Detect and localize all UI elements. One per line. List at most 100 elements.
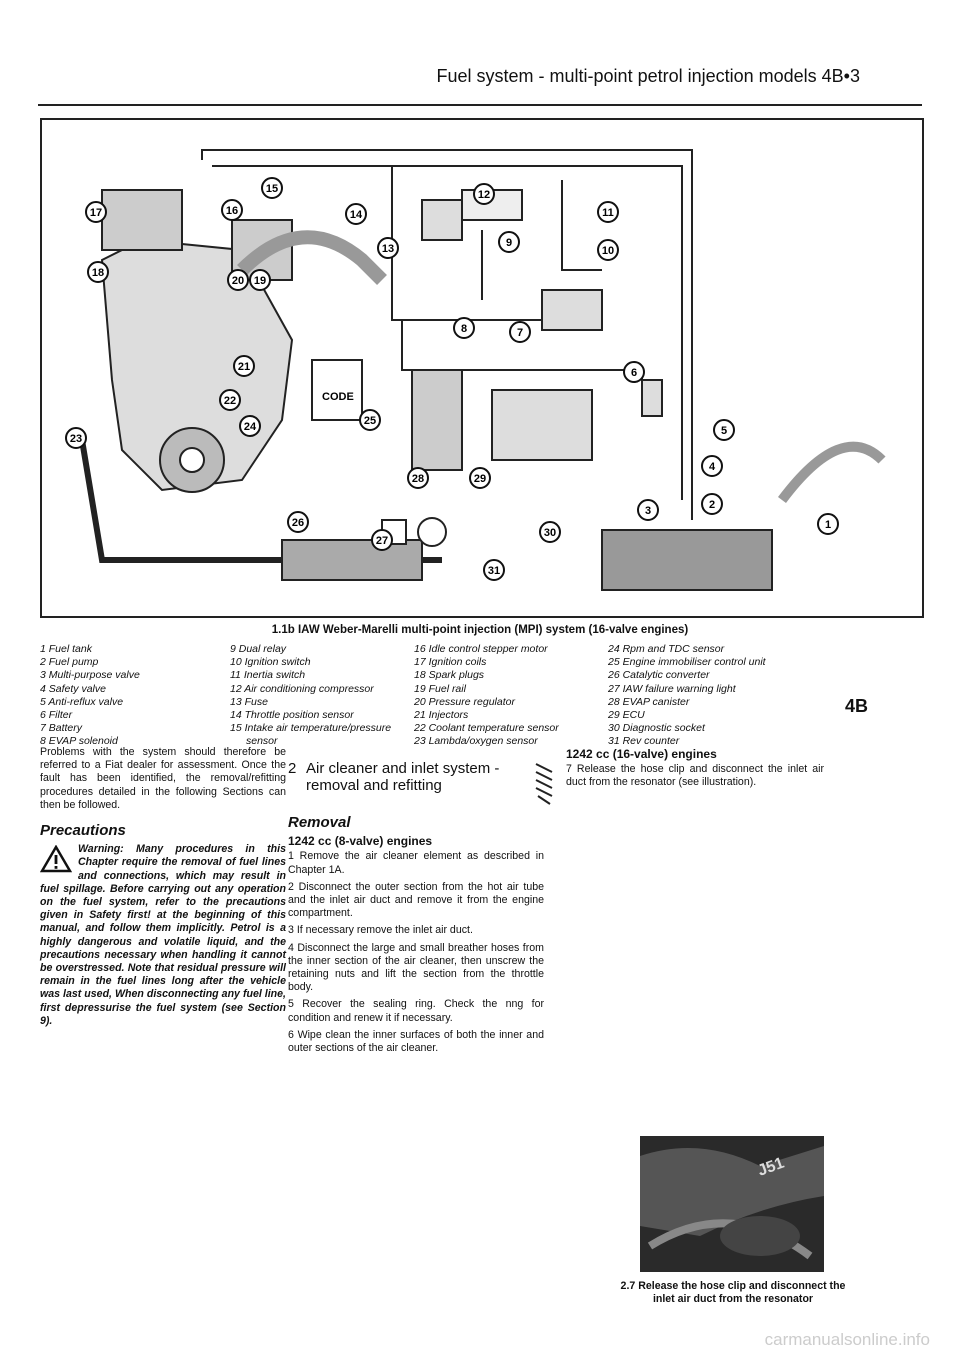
step: 5 Recover the sealing ring. Check the nn… [288, 998, 544, 1024]
callout-circle [377, 237, 399, 259]
right-column: 1242 cc (16-valve) engines 7 Release the… [566, 747, 824, 794]
step: 1 Remove the air cleaner element as desc… [288, 850, 544, 876]
callout-number: 19 [254, 275, 266, 287]
callout-circle [509, 321, 531, 343]
callout-circle [473, 183, 495, 205]
precautions-heading: Precautions [40, 822, 126, 840]
section-number: 2 [288, 760, 297, 777]
legend-item: 18 Spark plugs [414, 669, 485, 682]
callout-circle [85, 201, 107, 223]
legend-item: 24 Rpm and TDC sensor [608, 643, 725, 655]
callout-circle [219, 389, 241, 411]
callout-circle [65, 427, 87, 449]
legend-item: 19 Fuel rail [414, 682, 466, 695]
callout-circle [287, 511, 309, 533]
callout-circle [597, 239, 619, 261]
left-column: Problems with the system should therefor… [40, 746, 286, 1028]
callout-circle [453, 317, 475, 339]
engine-subheading-16v: 1242 cc (16-valve) engines [566, 747, 717, 761]
photo-caption: 2.7 Release the hose clip and disconnect… [620, 1280, 846, 1305]
legend-item: 6 Filter [40, 709, 73, 722]
warning-block: Warning: Many procedures in this Chapter… [40, 843, 286, 1028]
section-tab: 4B [844, 696, 868, 716]
warning-triangle-icon [40, 845, 72, 873]
callout-number: 29 [474, 473, 486, 485]
legend-col1: 1 Fuel tank 2 Fuel pump 3 Multi-purpose … [40, 643, 140, 749]
callout-number: 6 [631, 367, 637, 379]
legend-item: 20 Pressure regulator [414, 695, 515, 708]
callout-circle [701, 455, 723, 477]
callout-number: 10 [602, 245, 614, 257]
legend-item: 28 EVAP canister [608, 695, 690, 708]
callout-circle [637, 499, 659, 521]
callout-number: 1 [825, 519, 831, 531]
callout-circle [623, 361, 645, 383]
callout-number: 3 [645, 505, 651, 517]
callout-circle [227, 269, 249, 291]
callout-number: 30 [544, 527, 556, 539]
legend-item: 8 EVAP solenoid [40, 735, 118, 748]
legend-item: 30 Diagnostic socket [608, 722, 705, 735]
callout-number: 31 [488, 565, 500, 577]
header-rule [38, 104, 922, 106]
callout-circle [597, 201, 619, 223]
legend-item: 1 Fuel tank [40, 643, 92, 655]
legend-item: 2 Fuel pump [40, 656, 99, 669]
callout-circle [359, 409, 381, 431]
legend-item: 15 Intake air temperature/pressure [230, 722, 392, 735]
callout-number: 21 [238, 361, 250, 373]
legend-item: 31 Rev counter [608, 735, 680, 748]
callout-circle [345, 203, 367, 225]
callout-circle [498, 231, 520, 253]
legend-item: 11 Inertia switch [230, 669, 306, 682]
callout-number: 11 [602, 207, 614, 219]
callout-number: 23 [70, 433, 82, 445]
legend-item: 26 Catalytic converter [608, 669, 710, 682]
callout-circle [233, 355, 255, 377]
legend-item: 16 Idle control stepper motor [414, 643, 548, 655]
diagram-svg: CODE 12345678910111213141516171819202122… [65, 149, 886, 591]
figure-caption: 1.1b IAW Weber-Marelli multi-point injec… [271, 624, 689, 636]
legend-item: 27 IAW failure warning light [608, 682, 736, 695]
legend-col3: 16 Idle control stepper motor 17 Ignitio… [414, 643, 559, 749]
section-title: Air cleaner and inlet system - removal a… [306, 760, 500, 794]
legend-item: 7 Battery [40, 722, 83, 735]
legend-item: 3 Multi-purpose valve [40, 669, 140, 682]
callout-number: 24 [244, 421, 257, 433]
callout-number: 16 [226, 205, 238, 217]
photo-illustration: J51 [640, 1136, 824, 1272]
legend-item: 29 ECU [608, 709, 645, 722]
callout-circle [539, 521, 561, 543]
legend-item: 25 Engine immobiliser control unit [608, 656, 766, 669]
engine-subheading: 1242 cc (8-valve) engines [288, 834, 433, 849]
middle-column: 2 Air cleaner and inlet system - removal… [288, 760, 544, 1059]
intro-paragraph: Problems with the system should therefor… [40, 746, 286, 811]
legend-item: 17 Ignition coils [414, 656, 487, 669]
callout-number: 22 [224, 395, 236, 407]
callout-circle [407, 467, 429, 489]
callout-number: 28 [412, 473, 424, 485]
callout-circle [261, 177, 283, 199]
step: 6 Wipe clean the inner surfaces of both … [288, 1028, 544, 1055]
difficulty-icon [535, 763, 553, 805]
callout-number: 26 [292, 517, 304, 529]
callout-circle [371, 529, 393, 551]
legend-item: sensor [246, 735, 278, 748]
callout-number: 13 [382, 243, 394, 255]
callout-number: 18 [92, 267, 104, 279]
legend-item: 12 Air conditioning compressor [230, 682, 374, 695]
callout-circle [239, 415, 261, 437]
callout-circle [469, 467, 491, 489]
watermark: carmanualsonline.info [764, 1330, 930, 1349]
callout-number: 27 [376, 535, 388, 547]
callout-circle [249, 269, 271, 291]
legend-col4: 24 Rpm and TDC sensor 25 Engine immobili… [608, 643, 766, 749]
step: 7 Release the hose clip and disconnect t… [566, 763, 824, 789]
callout-number: 9 [506, 237, 512, 249]
callout-number: 7 [517, 327, 523, 339]
callout-circle [221, 199, 243, 221]
step: 4 Disconnect the large and small breathe… [288, 941, 544, 994]
callout-number: 14 [350, 209, 363, 221]
callout-number: 8 [461, 323, 467, 335]
